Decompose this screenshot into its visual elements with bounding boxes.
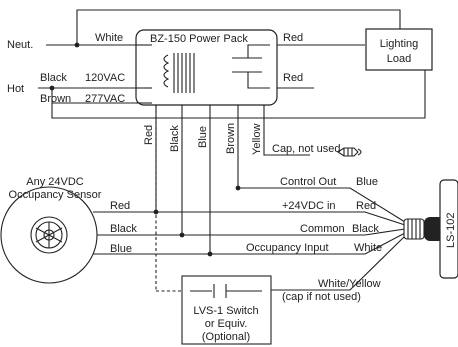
lighting-load-box [365, 28, 433, 71]
common-function: Common [300, 223, 345, 235]
occupancy-input-wire [210, 232, 406, 255]
relay-contact-upper [247, 44, 270, 58]
ls-102-device: LS-102 [403, 179, 458, 279]
sensor-black-label: Black [110, 223, 137, 235]
lighting-load: Lighting Load [365, 28, 433, 71]
yellow-lead [263, 105, 310, 156]
black-wire-label: Black [40, 72, 67, 84]
lead-yellow-label: Yellow [251, 124, 263, 155]
occupancy-input-function: Occupancy Input [246, 242, 329, 254]
sensor-blue-label: Blue [110, 243, 132, 255]
device-thread [407, 219, 421, 239]
device-body [424, 217, 444, 241]
lead-black-label: Black [169, 125, 181, 152]
power-pack: BZ-150 Power Pack [135, 29, 278, 106]
plus-24vdc-function: +24VDC in [282, 200, 336, 212]
device-faceplate [439, 179, 458, 279]
white-yellow-label: White/Yellow [318, 278, 381, 290]
occupancy-sensor: Any 24VDC Occupancy Sensor [0, 176, 102, 284]
common-wire [182, 228, 406, 236]
switch-label-3: (Optional) [202, 331, 250, 343]
voltage-277-label: 277VAC [85, 93, 125, 105]
lead-red-label: Red [143, 125, 155, 145]
switch-label-1: LVS-1 Switch [193, 305, 258, 317]
neutral-label: Neut. [7, 39, 33, 51]
red-switched-label: Red [283, 72, 303, 84]
lighting-load-label-1: Lighting [380, 38, 419, 50]
lvs-1-switch: LVS-1 Switch or Equiv. (Optional) [181, 275, 272, 345]
control-out-function: Control Out [280, 176, 336, 188]
transformer-primary-coil [163, 54, 170, 88]
cap-label: Cap, not used [272, 143, 341, 155]
plus-24vdc-color: Red [356, 200, 376, 212]
lead-brown-label: Brown [225, 123, 237, 154]
brown-wire-label: Brown [40, 93, 71, 105]
voltage-120-label: 120VAC [85, 72, 125, 84]
relay-contact-lower [247, 72, 270, 89]
neutral-junction [74, 42, 80, 48]
lighting-load-label-2: Load [387, 53, 411, 65]
white-wire-label: White [95, 32, 123, 44]
occupancy-input-color: White [354, 242, 382, 254]
control-out-wire [238, 187, 406, 223]
white-yellow-note: (cap if not used) [282, 291, 361, 303]
sensor-label-2: Occupancy Sensor [9, 189, 102, 201]
hot-wire [38, 70, 426, 119]
mains-wiring [38, 9, 426, 119]
sensor-lens-outer [30, 216, 68, 254]
sensor-label-1: Any 24VDC [26, 176, 84, 188]
power-pack-title: BZ-150 Power Pack [150, 33, 248, 45]
red-load-label: Red [283, 32, 303, 44]
device-collar [403, 218, 425, 240]
device-label: LS-102 [445, 213, 457, 248]
control-out-color: Blue [356, 176, 378, 188]
plus-24vdc-wire [156, 211, 406, 226]
power-pack-box [135, 29, 278, 106]
sensor-red-label: Red [110, 200, 130, 212]
lead-blue-label: Blue [197, 126, 209, 148]
sensor-lens-facets [35, 222, 63, 248]
wire-nut-cap-icon [337, 147, 362, 157]
neutral-load-wire [76, 9, 401, 45]
switch-label-2: or Equiv. [205, 318, 248, 330]
common-color: Black [352, 223, 379, 235]
hot-label: Hot [7, 83, 24, 95]
